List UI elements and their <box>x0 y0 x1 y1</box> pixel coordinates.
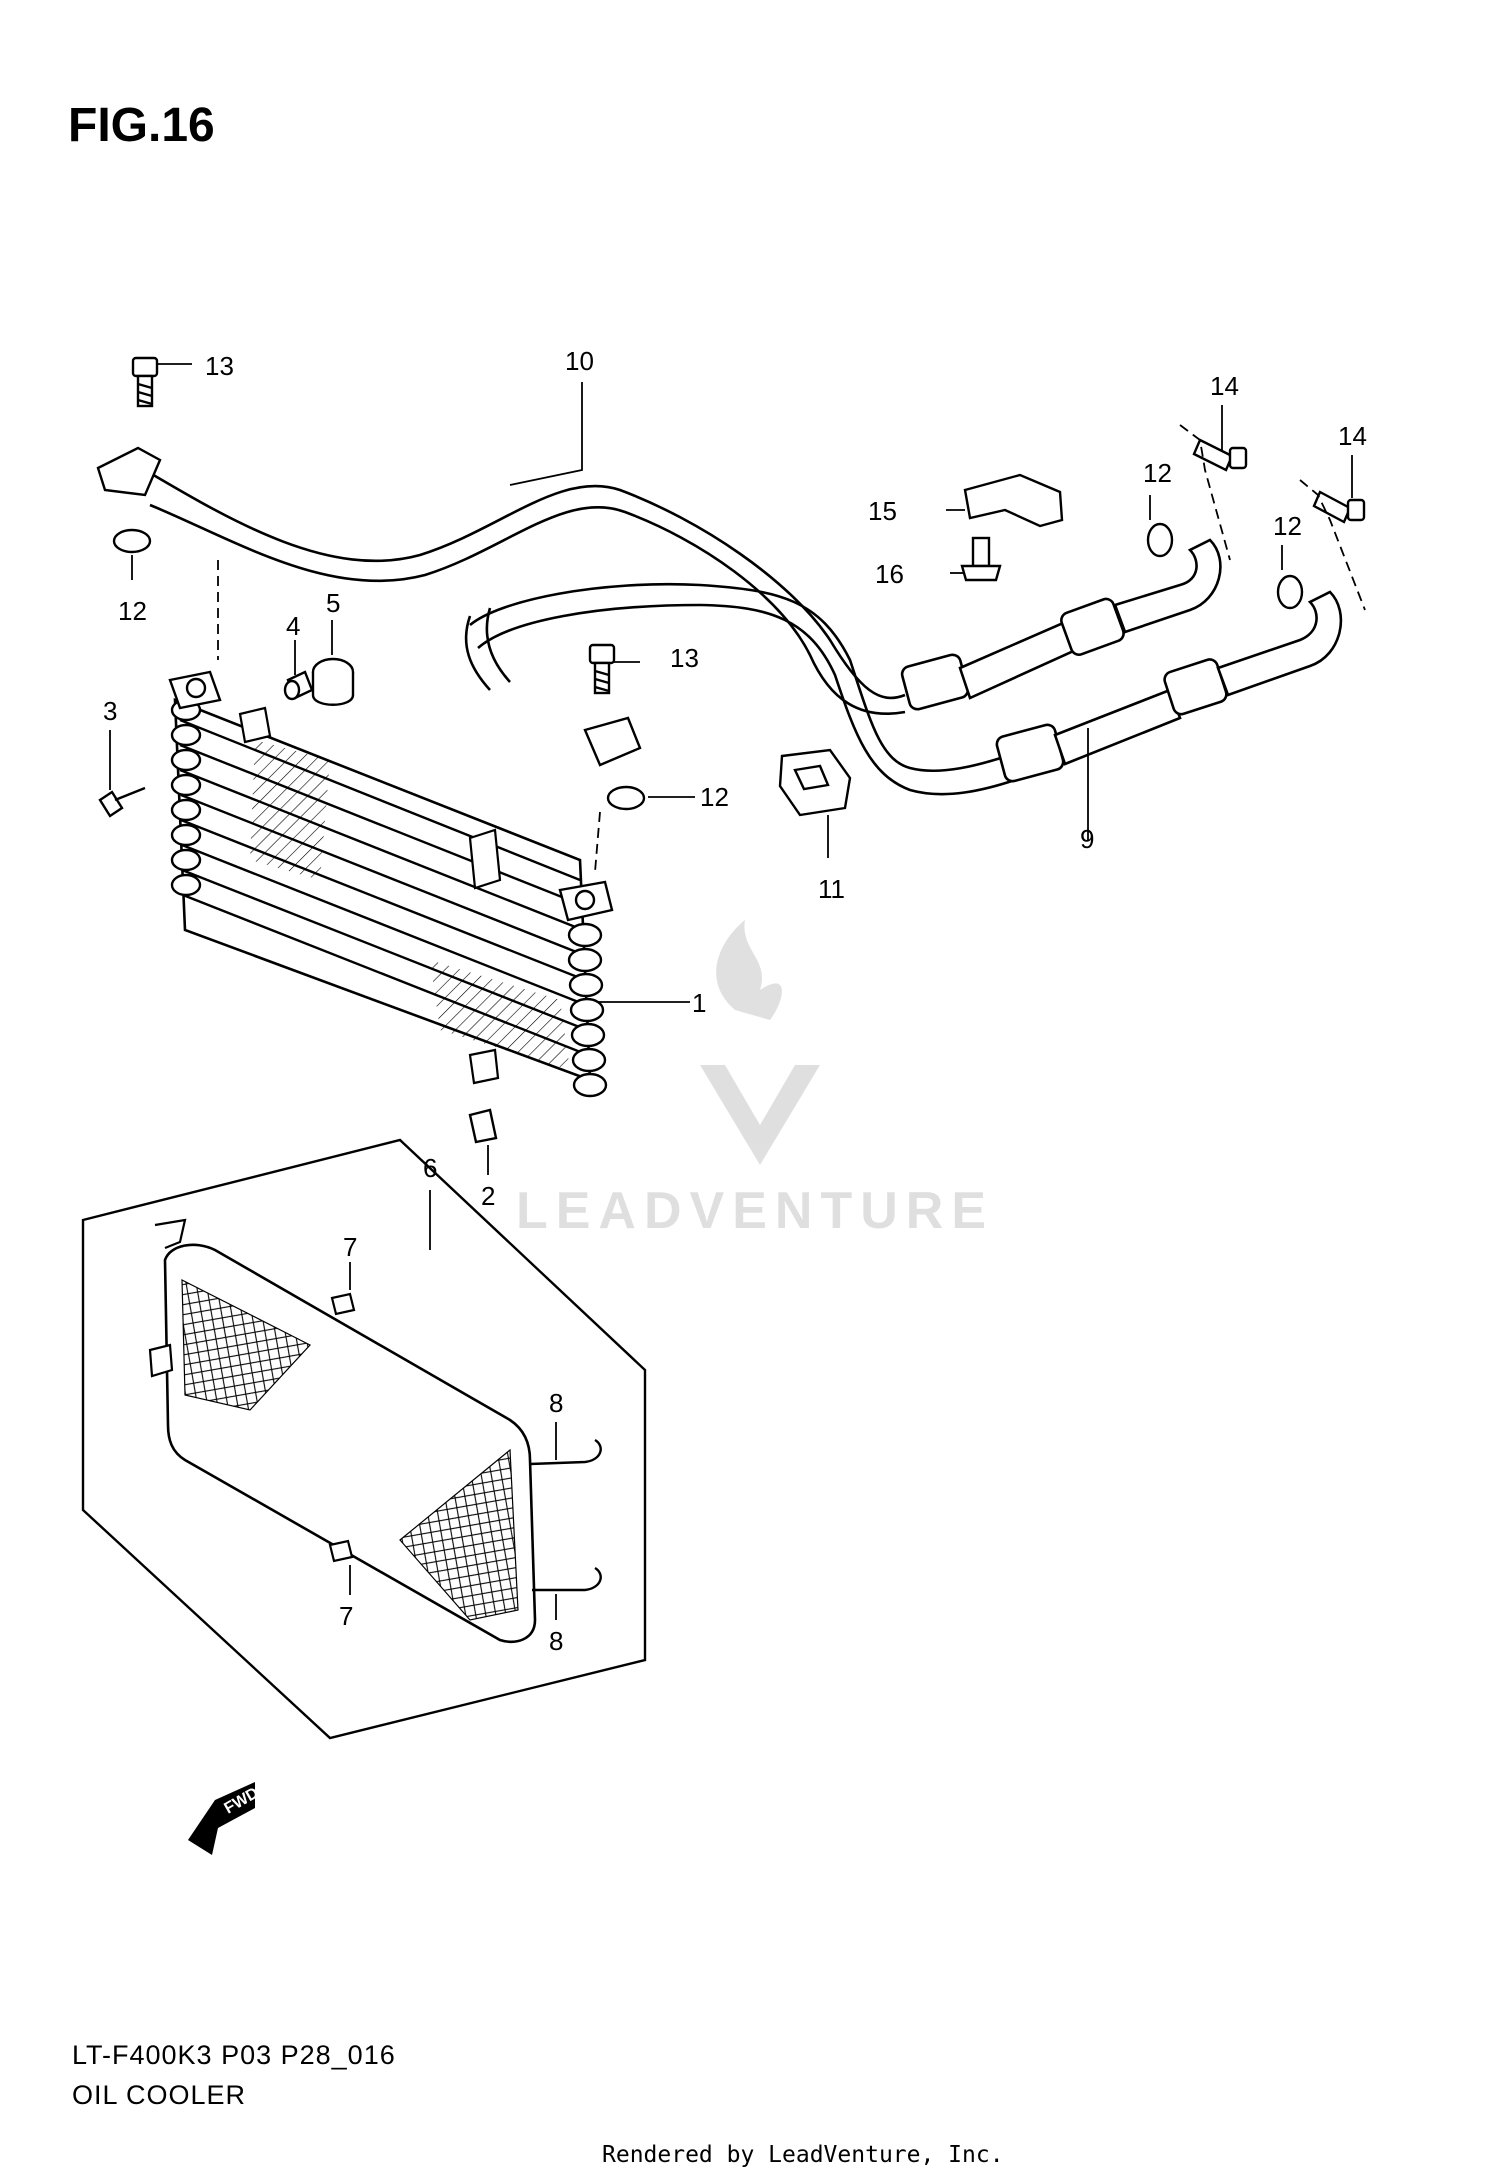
bolt-3 <box>98 786 146 818</box>
callout-4: 4 <box>286 611 300 641</box>
watermark-logo <box>700 920 820 1165</box>
callout-15: 15 <box>868 496 897 526</box>
callout-13-upper: 13 <box>205 351 234 381</box>
diagram-name: OIL COOLER <box>72 2080 247 2110</box>
callout-9: 9 <box>1080 824 1094 854</box>
pipe-flange-middle <box>583 716 642 767</box>
callout-7-lower: 7 <box>339 1601 353 1631</box>
cooler-guard-6 <box>148 1218 537 1644</box>
hose-assembly-upper <box>900 538 1222 711</box>
spring-8-lower <box>532 1566 602 1592</box>
diagram-code: LT-F400K3 P03 P28_016 <box>72 2040 396 2070</box>
callout-12-d: 12 <box>1273 511 1302 541</box>
render-credit: Rendered by LeadVenture, Inc. <box>602 2142 1004 2168</box>
clip-7-lower <box>328 1539 354 1563</box>
callout-14-right: 14 <box>1338 421 1367 451</box>
callout-12-a: 12 <box>118 596 147 626</box>
clamp-15 <box>963 473 1064 528</box>
grommet-5 <box>311 657 355 706</box>
o-ring-12-d <box>1276 574 1304 610</box>
bolt-13-lower <box>588 643 616 695</box>
callout-13-lower: 13 <box>670 643 699 673</box>
o-ring-12-a <box>112 528 152 554</box>
callout-2: 2 <box>481 1181 495 1211</box>
callout-14-left: 14 <box>1210 371 1239 401</box>
leader-lines <box>109 363 1353 1620</box>
callout-numbers: 13 10 14 14 12 12 15 16 12 5 4 13 3 12 9… <box>103 346 1367 1656</box>
fwd-direction-arrow: FWD <box>188 1782 262 1855</box>
callout-5: 5 <box>326 588 340 618</box>
callout-12-b: 12 <box>700 782 729 812</box>
bolt-13-upper <box>131 356 159 408</box>
callout-3: 3 <box>103 696 117 726</box>
mount-rubber-11 <box>778 748 852 817</box>
bolt-14-left <box>1192 438 1248 472</box>
bolt-14-right <box>1312 490 1366 524</box>
o-ring-12-c <box>1146 522 1174 558</box>
hose-assembly-lower <box>995 590 1343 783</box>
assembly-dashed-lines <box>217 424 1366 873</box>
callout-12-c: 12 <box>1143 458 1172 488</box>
figure-title: FIG.16 <box>68 99 215 152</box>
callout-10: 10 <box>565 346 594 376</box>
collar-4 <box>283 670 314 701</box>
callout-7-upper: 7 <box>343 1232 357 1262</box>
pipe-flange-left <box>96 446 162 497</box>
bolt-16 <box>960 536 1002 582</box>
oil-cooler-pipe-10 <box>144 468 906 715</box>
callout-8-lower: 8 <box>549 1626 563 1656</box>
guard-assembly-box <box>81 1138 647 1740</box>
watermark-text: LEADVENTURE <box>516 1182 994 1240</box>
oil-cooler-pipe-9 <box>469 582 1016 796</box>
oil-cooler-core <box>168 670 614 1098</box>
clip-7-upper <box>330 1292 356 1316</box>
callout-1: 1 <box>692 988 706 1018</box>
o-ring-12-b <box>606 785 646 811</box>
spring-8-upper <box>529 1438 602 1466</box>
callout-11: 11 <box>818 874 845 904</box>
callout-16: 16 <box>875 559 904 589</box>
callout-6: 6 <box>423 1153 437 1183</box>
nut-2 <box>468 1108 498 1144</box>
callout-8-upper: 8 <box>549 1388 563 1418</box>
